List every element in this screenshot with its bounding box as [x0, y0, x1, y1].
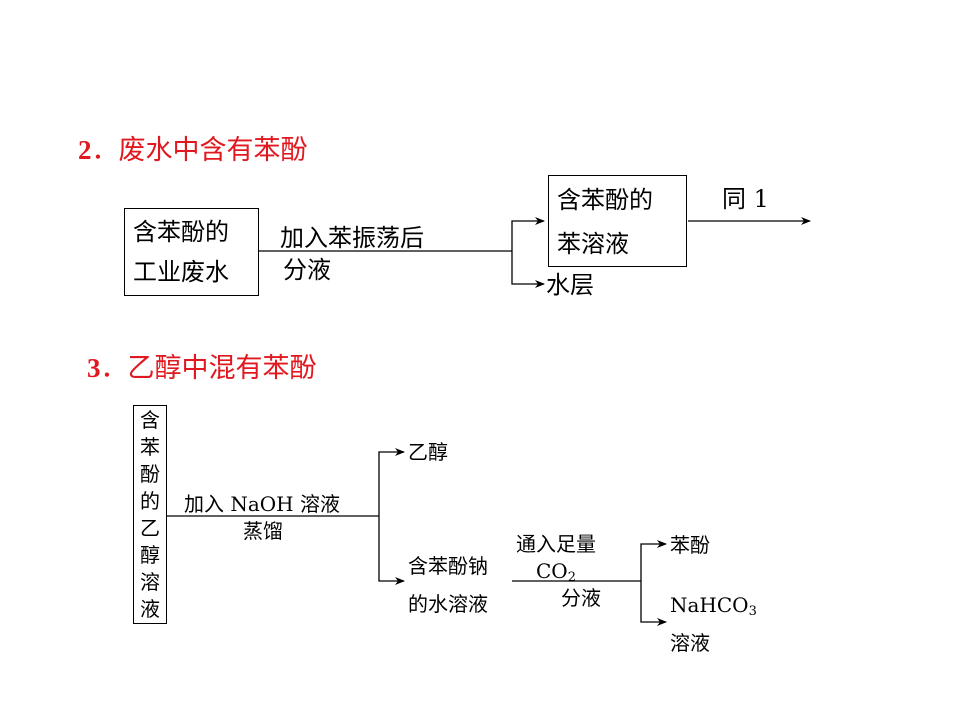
s3-mid-line1: 含苯酚钠 — [408, 554, 488, 578]
s3-out-up-arrow — [640, 540, 667, 581]
s2-step-top-label: 加入苯振荡后 — [280, 224, 424, 252]
s3-out-upper-label: 苯酚 — [670, 533, 710, 557]
s2-lower-label: 水层 — [546, 271, 594, 299]
s3-step2-top-label: 通入足量 — [516, 532, 596, 556]
s2-step-bottom-label: 分液 — [283, 256, 331, 284]
s3-nahco-text: NaHCO — [670, 593, 749, 617]
s2-branch-up-arrow — [511, 217, 545, 251]
s3-out-lower-line1: NaHCO3 — [670, 595, 757, 622]
s2-start-line1: 含苯酚的 — [133, 218, 229, 246]
section2-heading: 2．废水中含有苯酚 — [78, 135, 308, 166]
s3-step1-top-label: 加入 NaOH 溶液 — [184, 492, 340, 516]
s2-start-line2: 工业废水 — [133, 258, 229, 286]
s3-co-text: CO — [536, 559, 568, 583]
s3-step2-bottom-label: 分液 — [561, 586, 601, 610]
s3-start-char: 苯 — [140, 435, 160, 459]
s2-branch-down-arrow — [511, 251, 545, 288]
s3-start-char: 醇 — [140, 543, 160, 567]
section2-title: 废水中含有苯酚 — [118, 135, 308, 166]
s3-start-char: 的 — [140, 489, 160, 513]
section3-heading: 3．乙醇中混有苯酚 — [87, 353, 317, 384]
s3-start-char: 液 — [140, 597, 160, 621]
s3-out-down-arrow — [640, 581, 667, 626]
s3-start-char: 含 — [140, 408, 160, 432]
s2-upper-box: 含苯酚的 苯溶液 — [548, 175, 687, 267]
section3-title: 乙醇中混有苯酚 — [127, 353, 317, 384]
s3-step2-mid-label: CO2 — [536, 561, 576, 588]
section3-number: 3 — [87, 353, 101, 383]
s3-branch-down-arrow — [378, 516, 405, 585]
s2-upper-next-label: 同 1 — [722, 185, 769, 213]
s3-step1-bottom-label: 蒸馏 — [243, 519, 283, 543]
section2-number: 2 — [78, 135, 92, 165]
s3-co-subscript: 2 — [567, 570, 576, 585]
s2-upper-line2: 苯溶液 — [557, 230, 629, 258]
s3-start-char: 溶 — [140, 570, 160, 594]
s3-start-char: 乙 — [140, 516, 160, 540]
s3-start-box: 含 苯 酚 的 乙 醇 溶 液 — [133, 405, 167, 624]
s2-start-box: 含苯酚的 工业废水 — [124, 208, 259, 296]
s3-out-lower-line2: 溶液 — [670, 631, 710, 655]
s3-mid-line2: 的水溶液 — [408, 592, 488, 616]
s3-start-char: 酚 — [140, 462, 160, 486]
s3-branch-up-arrow — [378, 448, 405, 516]
s3-upper-label: 乙醇 — [408, 440, 448, 464]
s2-upper-line1: 含苯酚的 — [557, 186, 653, 214]
s3-nahco-subscript: 3 — [748, 604, 757, 619]
